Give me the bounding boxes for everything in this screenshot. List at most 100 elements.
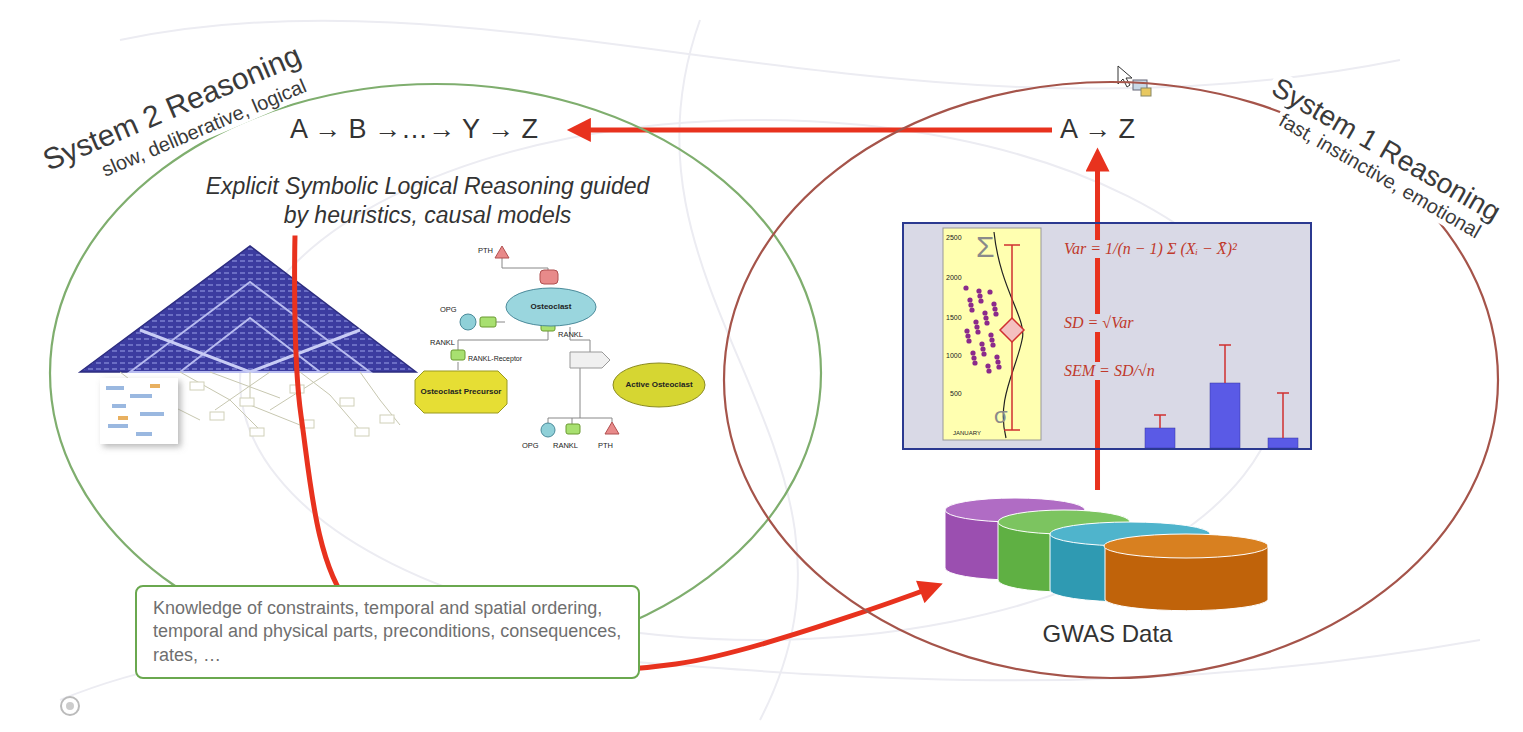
method-text: Explicit Symbolic Logical Reasoning guid…	[205, 172, 650, 230]
pathway-label: RANKL	[558, 331, 583, 339]
cell-label: Osteoclast	[531, 303, 572, 312]
scatter-dot	[976, 288, 981, 293]
corner-logo-part	[61, 697, 79, 715]
scatter-dot	[963, 285, 968, 290]
cell-outline	[613, 363, 705, 407]
statistics-chart	[902, 222, 1312, 450]
inset-thumbnail-part-part	[136, 432, 152, 436]
reasoning-region: System 2 Reasoningslow, deliberative, lo…	[48, 82, 823, 664]
statistics-chart-part-part	[1145, 428, 1175, 448]
formula: SEM = SD/√n	[1062, 362, 1157, 380]
pathway-wires-part	[458, 362, 459, 370]
corner-logo-part	[66, 702, 74, 710]
method-text: Explicit Symbolic Logical Reasoning guid…	[205, 172, 650, 230]
reasoning-region: System 1 Reasoningfast, instinctive, emo…	[722, 80, 1500, 680]
scatter-dot	[973, 319, 978, 324]
scatter-dot	[979, 341, 984, 346]
axis-label: JANUARY	[953, 430, 981, 437]
axis-tick: 2500	[946, 234, 962, 242]
pathway-molecules-part	[541, 423, 555, 437]
inset-thumbnail-part	[118, 384, 160, 420]
statistics-chart-part	[943, 228, 1041, 440]
inset-thumbnail-part-part	[150, 384, 160, 388]
inset-thumbnail-part-part	[108, 424, 128, 428]
scatter-dot	[983, 315, 988, 320]
ontology-pyramid-part-part	[190, 382, 204, 390]
formula: Var = 1/(n − 1) Σ (Xᵢ − X̄)²	[1062, 240, 1239, 258]
axis-tick: 1500	[946, 314, 962, 322]
scatter-dot	[988, 332, 993, 337]
region-heading: System 1 Reasoning	[1263, 69, 1510, 230]
cell-node: Osteoclast Precursor	[414, 370, 508, 414]
ontology-pyramid-part	[130, 282, 370, 372]
scatter-dot	[996, 364, 1001, 369]
pathway-wires-part	[458, 327, 548, 352]
inset-thumbnail-part-part	[106, 386, 124, 390]
scatter-dot	[968, 302, 973, 307]
sigma-symbol: Σ	[976, 230, 995, 263]
inset-thumbnail-part-part	[130, 394, 152, 398]
scatter-dot	[971, 355, 976, 360]
statistics-chart-part	[963, 285, 1001, 373]
scatter-dot	[990, 342, 995, 347]
pathway-label: PTH	[598, 442, 613, 450]
pathway-label: RANKL	[430, 339, 455, 347]
pathway-label: RANKL	[553, 442, 578, 450]
ontology-pyramid-part	[80, 246, 416, 372]
axis-tick: 1000	[946, 352, 962, 360]
database-cylinders	[945, 498, 1268, 611]
causal-chain: A → B →…→ Y → Z	[290, 113, 538, 147]
cell-label: Osteoclast Precursor	[421, 388, 502, 397]
background-swirls-part	[679, 20, 798, 720]
scatter-dot	[985, 363, 990, 368]
scatter-dot	[984, 320, 989, 325]
statistics-panel: Var = 1/(n − 1) Σ (Xᵢ − X̄)²SD = √VarSEM…	[902, 222, 1312, 450]
inset-thumbnail-part-part	[118, 416, 128, 420]
cell-node: Active Osteoclast	[612, 362, 706, 408]
scatter-dot	[964, 328, 969, 333]
scatter-dot	[982, 310, 987, 315]
scatter-dot	[974, 324, 979, 329]
ontology-pyramid-part	[190, 382, 394, 436]
region-outline	[50, 84, 821, 662]
scatter-dot	[986, 368, 991, 373]
scatter-dot	[991, 301, 996, 306]
statistics-chart-part	[1000, 318, 1024, 342]
cell-outline	[415, 371, 507, 413]
inset-thumbnail-part-part	[140, 412, 164, 416]
causal-chain: A → B →…→ Y → Z	[290, 113, 538, 147]
statistics-chart-part	[902, 222, 1312, 450]
scatter-dot	[977, 293, 982, 298]
knowledge-box: Knowledge of constraints, temporal and s…	[135, 585, 640, 679]
scatter-dot	[989, 337, 994, 342]
note-text: Knowledge of constraints, temporal and s…	[153, 597, 622, 667]
causal-shortcut: A → Z	[1060, 113, 1135, 147]
pathway-wires-part	[502, 258, 548, 272]
axis-tick: 500	[950, 390, 962, 398]
ontology-pyramid-part-part	[340, 398, 354, 406]
statistics-chart-part	[1154, 345, 1289, 438]
scatter-dot	[994, 354, 999, 359]
scatter-dot	[975, 329, 980, 334]
mouse-cursor-part	[1141, 88, 1151, 96]
pathway-label: OPG	[440, 306, 457, 314]
ontology-pyramid-part-part	[380, 415, 394, 423]
inset-thumbnail	[100, 378, 178, 444]
scatter-dot	[965, 333, 970, 338]
axis-tick: 2000	[946, 274, 962, 282]
statistics-chart-part	[1145, 383, 1298, 448]
pathway-label: PTH	[478, 247, 493, 255]
pathway-molecules-part	[495, 246, 509, 258]
scatter-dot	[987, 289, 992, 294]
scatter-dot	[981, 351, 986, 356]
inset-thumbnail-part	[106, 386, 164, 436]
corner-logo	[61, 697, 79, 715]
ontology-pyramid-part-part	[210, 412, 224, 420]
statistics-chart-part-part	[1210, 383, 1240, 448]
scatter-dot	[967, 297, 972, 302]
pathway-wires-part	[548, 360, 612, 424]
inset-thumbnail-part-part	[112, 404, 126, 408]
sigma-symbol: σ	[994, 404, 1008, 428]
ontology-pyramid-part-part	[240, 398, 254, 406]
